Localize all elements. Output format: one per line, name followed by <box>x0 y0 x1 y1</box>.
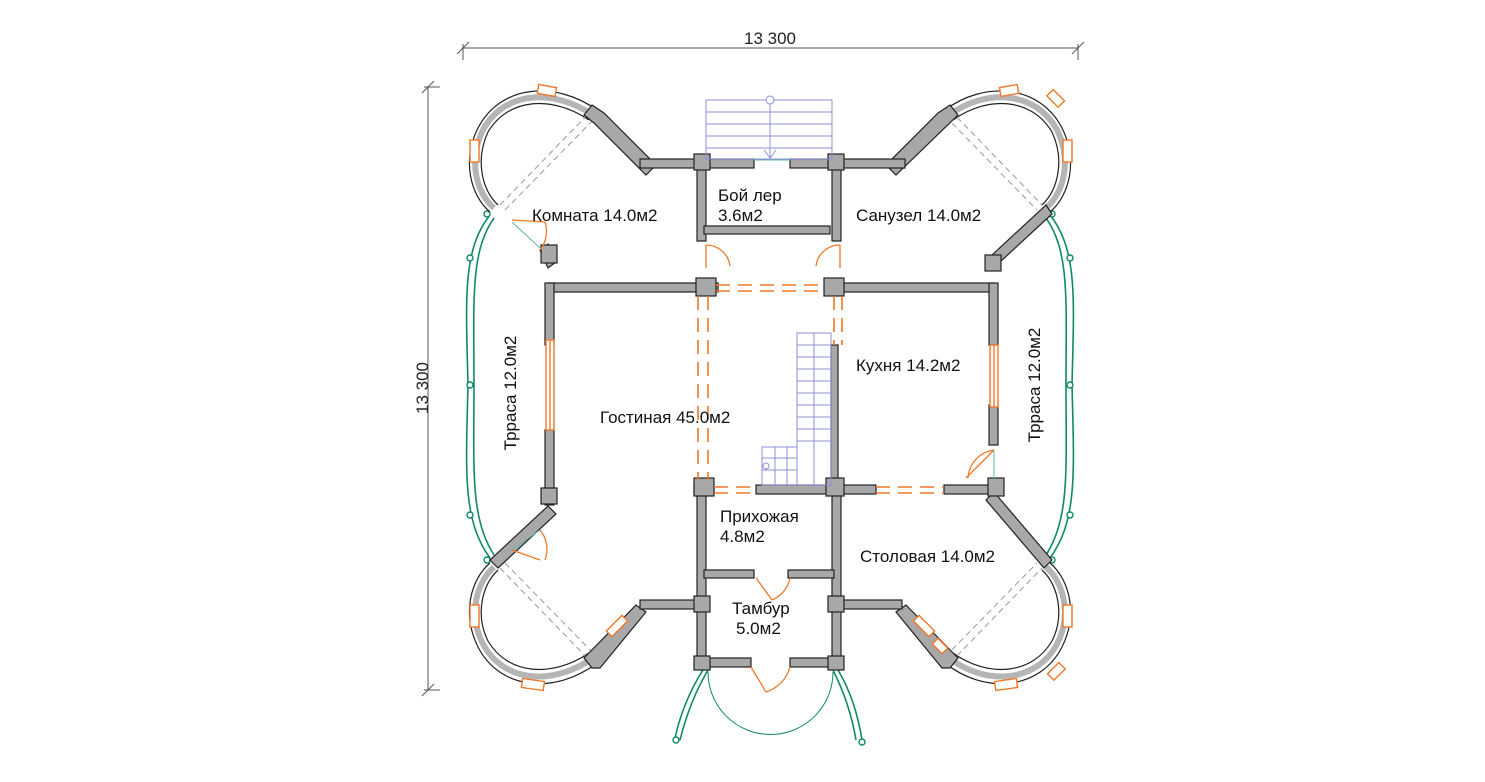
room-label-prihozhaya-name: Прихожая <box>720 507 799 526</box>
wall-windows <box>545 339 999 431</box>
room-label-stolovaya: Столовая 14.0м2 <box>860 547 995 566</box>
room-label-kuhnya: Кухня 14.2м2 <box>856 356 960 375</box>
width-dimension-label: 13 300 <box>744 29 796 48</box>
railing-posts <box>466 210 1074 564</box>
bay-chords <box>499 109 1043 664</box>
bay-windows <box>469 83 1073 692</box>
room-label-tambur-area: 5.0м2 <box>736 619 781 638</box>
entrance-railing-posts <box>672 736 866 746</box>
stairs <box>705 95 833 486</box>
room-label-tambur-name: Тамбур <box>732 599 790 618</box>
room-label-prihozhaya-area: 4.8м2 <box>720 527 765 546</box>
dashed-beams <box>697 284 944 494</box>
main-walls <box>540 153 1005 671</box>
room-label-boyler-name: Бой лер <box>718 186 782 205</box>
room-label-terrace-left: Трраса 12.0м2 <box>501 336 520 451</box>
diagonal-walls <box>489 104 1053 669</box>
height-dimension-label: 13 300 <box>413 362 432 414</box>
room-label-terrace-right: Трраса 12.0м2 <box>1025 328 1044 443</box>
bay-walls <box>468 90 1072 685</box>
room-label-gostinaya: Гостиная 45.0м2 <box>600 408 730 427</box>
room-label-sanuzel: Санузел 14.0м2 <box>856 206 981 225</box>
bay-wall-fill <box>472 94 1068 680</box>
doors <box>511 219 995 693</box>
diagonal-windows <box>605 614 949 655</box>
entrance-railing <box>674 669 863 741</box>
room-label-boyler-area: 3.6м2 <box>718 206 763 225</box>
terrace-doors <box>511 159 995 551</box>
dimension-lines <box>421 41 1085 697</box>
room-label-komnata: Комната 14.0м2 <box>532 206 658 225</box>
